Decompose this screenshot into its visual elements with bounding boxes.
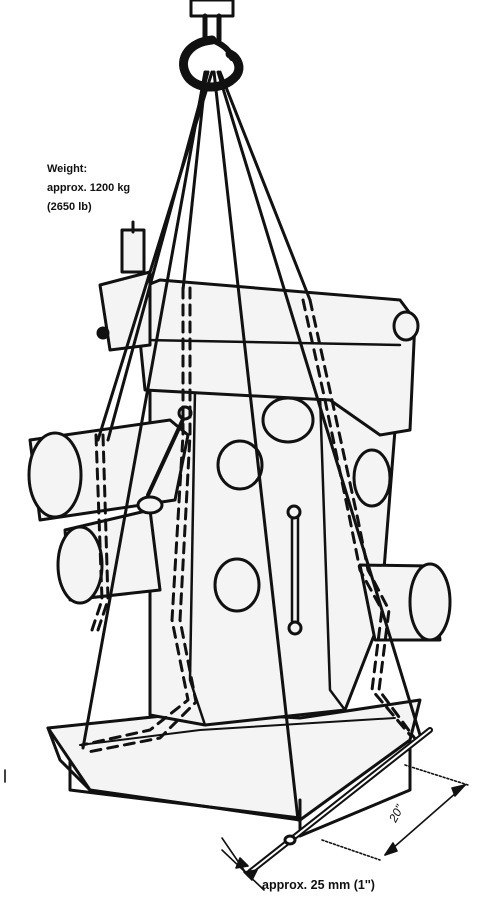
weight-heading: Weight: — [47, 163, 88, 175]
weight-imperial: (2650 lb) — [47, 201, 92, 213]
milling-machine — [27, 220, 452, 838]
lifting-sling-icon — [81, 70, 422, 822]
pipe-diameter-label: approx. 25 mm (1'') — [262, 878, 375, 892]
dimension-lines — [4, 764, 469, 891]
weight-metric: approx. 1200 kg — [47, 182, 131, 194]
hidden-sling-lines — [80, 286, 418, 754]
weight-callout: Weight: approx. 1200 kg (2650 lb) — [47, 160, 130, 217]
support-bar-icon — [247, 727, 433, 875]
